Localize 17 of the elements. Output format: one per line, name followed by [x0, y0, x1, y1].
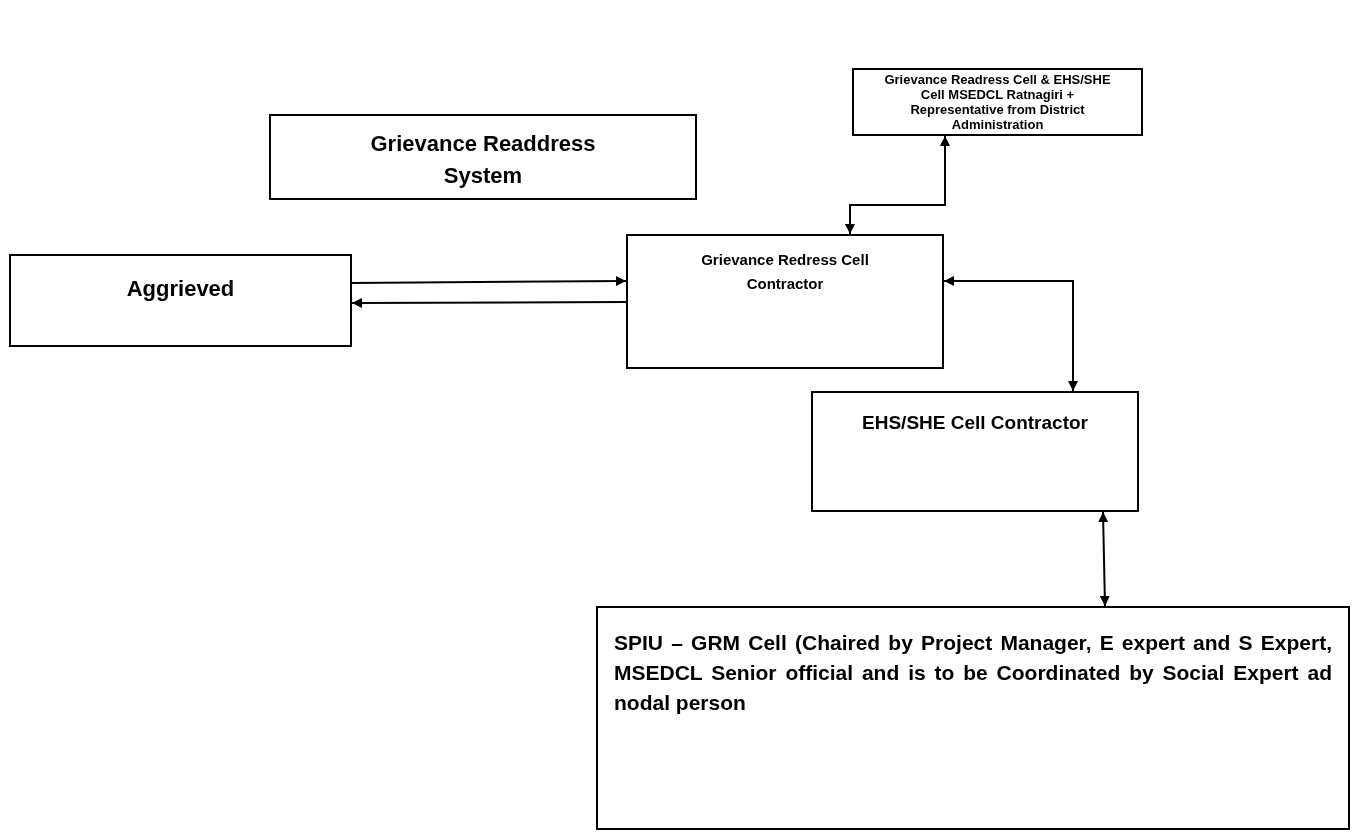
connector-arrow — [351, 297, 627, 308]
connector-arrow — [1098, 511, 1110, 607]
process-box — [626, 234, 944, 369]
process-box — [596, 606, 1350, 830]
box-label: Aggrieved — [126, 275, 235, 303]
box-label: Grievance Redress Cell Contractor — [700, 250, 870, 294]
process-box — [269, 114, 697, 200]
connector-arrow — [845, 135, 950, 235]
box-label: Grievance Readress Cell & EHS/SHE Cell MSEDCL Ratnagiri + Representative from District Administration — [883, 72, 1112, 132]
connector-arrow — [351, 276, 627, 287]
process-box — [9, 254, 352, 347]
box-label: SPIU – GRM Cell (Chaired by Project Manager, E expert and S Expert, MSEDCL Senior official and is to be Coordinated by Social Expert ad nodal person — [614, 630, 1332, 716]
connector-arrow — [943, 276, 1078, 392]
process-box — [811, 391, 1139, 512]
box-label: EHS/SHE Cell Contractor — [862, 411, 1088, 435]
box-label: Grievance Readdress System — [369, 130, 597, 190]
process-box — [852, 68, 1143, 136]
